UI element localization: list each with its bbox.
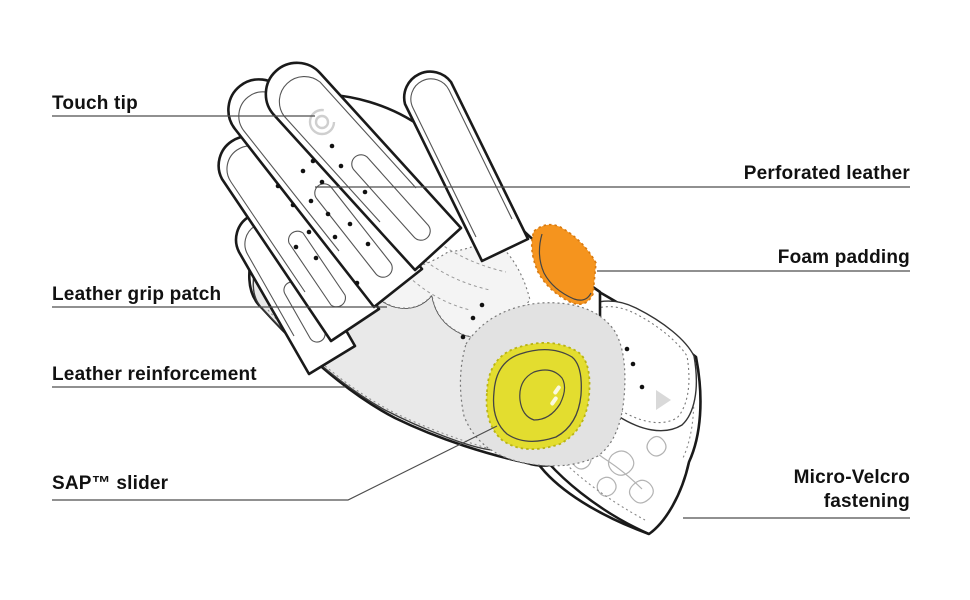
strap-stitch — [530, 421, 646, 521]
thumb-seam — [410, 78, 513, 238]
leader-lines — [52, 115, 910, 519]
label-micro-velcro-line1: Micro-Velcro — [793, 467, 910, 488]
label-micro-velcro: Micro-Velcro fastening — [794, 466, 910, 514]
finger-index-seam — [278, 75, 417, 223]
foam-padding-patch — [530, 223, 597, 305]
palm-bottom-stitch — [267, 309, 525, 459]
finger-index — [264, 61, 463, 272]
label-leather-grip-patch: Leather grip patch — [52, 284, 222, 305]
label-micro-velcro-line2: fastening — [823, 491, 910, 512]
thumb-group — [402, 70, 530, 263]
sap-slider-gloss-marks — [550, 385, 561, 406]
flap-perforation-dots — [624, 346, 645, 390]
finger-perforation-dots — [275, 143, 371, 286]
foam-padding-inner-line — [538, 233, 592, 301]
sap-slider-patch — [459, 302, 626, 467]
sap-slider-inner-outline — [492, 349, 582, 442]
arrow-icon — [656, 390, 671, 410]
label-foam-padding: Foam padding — [777, 247, 910, 268]
label-sap-slider: SAP™ slider — [52, 473, 169, 494]
fingers-group — [217, 61, 463, 376]
sap-slider-shape — [485, 341, 591, 450]
leader-sap-slider — [52, 425, 498, 501]
touch-tip-icon — [308, 108, 336, 136]
finger-index-useam — [351, 154, 431, 241]
thumb-outline — [402, 70, 530, 263]
label-perforated-leather: Perforated leather — [743, 163, 910, 184]
foam-padding-shape — [530, 223, 597, 305]
label-touch-tip: Touch tip — [52, 93, 138, 114]
label-leather-reinforcement: Leather reinforcement — [52, 364, 257, 385]
finger-middle-useam — [314, 183, 393, 278]
palm-perforation-dots — [460, 302, 485, 340]
sap-slider-core-outline — [519, 369, 566, 421]
velcro-flap-stitch — [579, 306, 690, 424]
